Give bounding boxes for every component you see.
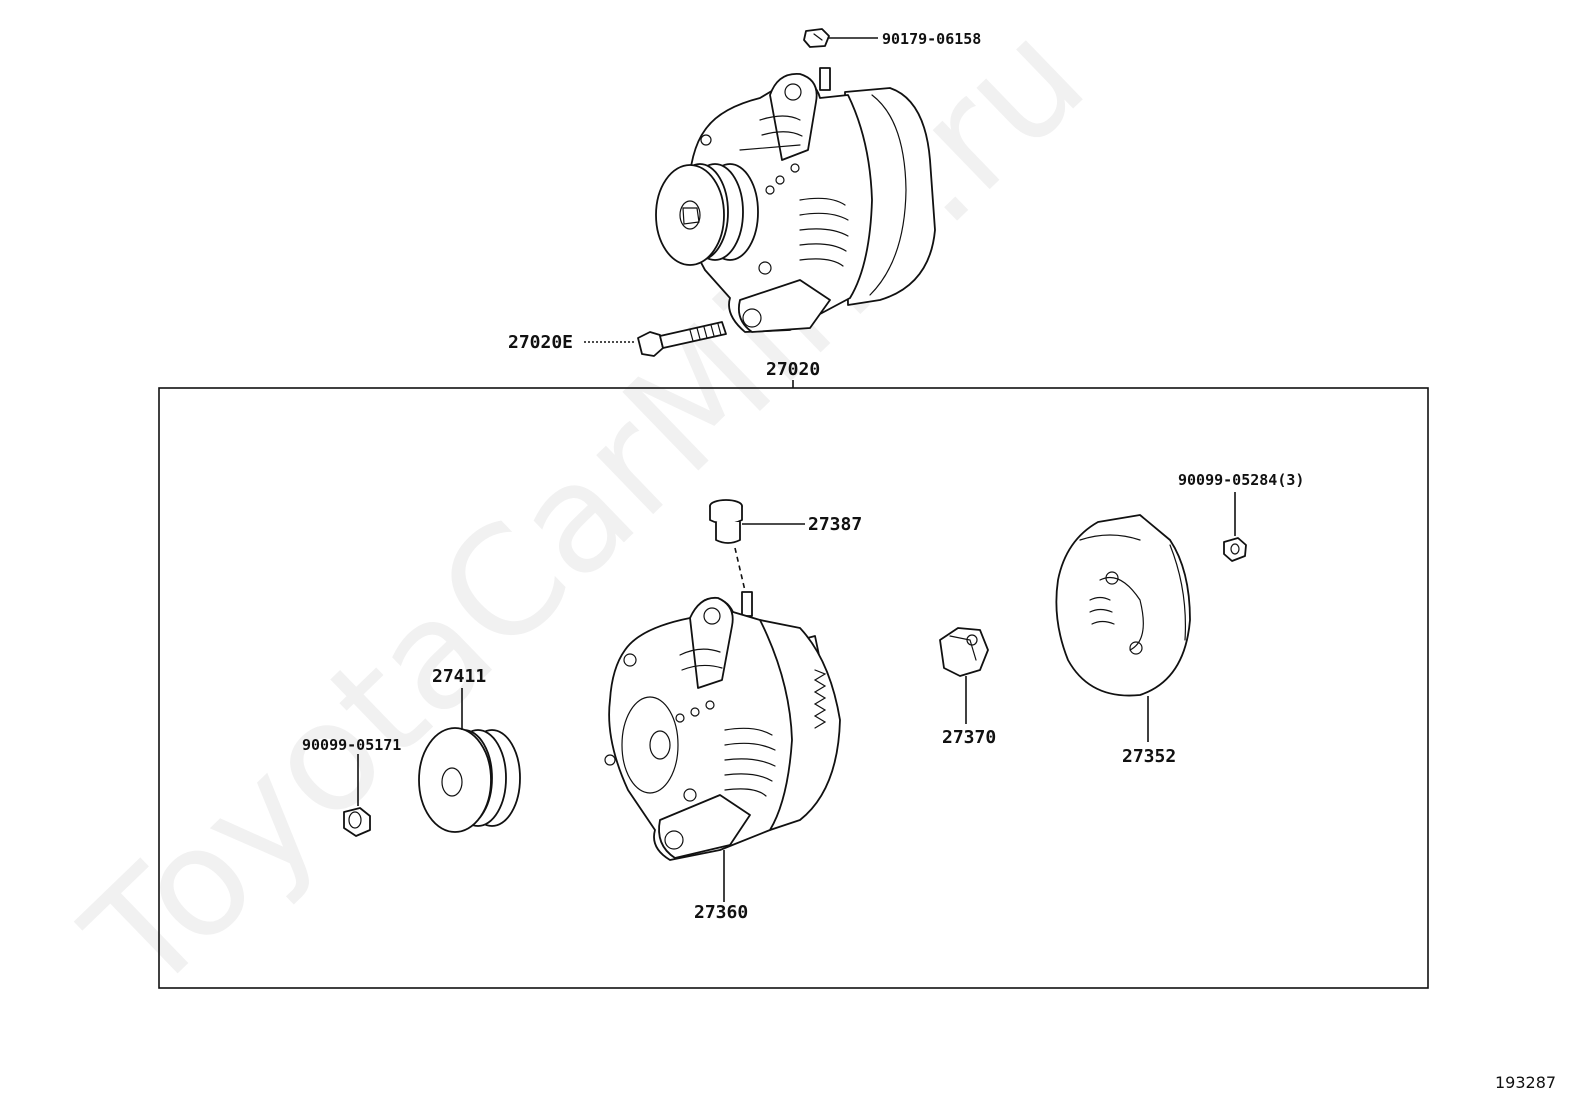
label-pulley: 27411: [432, 666, 486, 687]
watermark: ToyotaCarMine.ru: [53, 0, 1117, 1027]
regulator-illustration: [939, 627, 989, 677]
label-alternator-body: 27360: [694, 902, 748, 923]
label-terminal-insulator: 27387: [808, 514, 862, 535]
label-assembly: 27020: [766, 359, 820, 380]
parts-box: [158, 387, 1429, 989]
label-nut-top: 90179-06158: [882, 30, 981, 48]
nut-top-illustration: [803, 28, 830, 48]
pulley-illustration: [418, 727, 521, 833]
label-regulator: 27370: [942, 727, 996, 748]
bolt-illustration: [637, 321, 727, 357]
label-rear-nut: 90099-05284(3): [1178, 471, 1304, 489]
pulley-nut-illustration: [343, 807, 371, 837]
diagram-code: 193287: [1495, 1073, 1556, 1092]
alternator-body-illustration: [604, 591, 841, 861]
label-rear-cover: 27352: [1122, 746, 1176, 767]
rear-cover-illustration: [1055, 514, 1191, 697]
terminal-insulator-illustration: [709, 499, 743, 544]
label-pulley-nut: 90099-05171: [302, 736, 401, 754]
label-bolt: 27020E: [508, 332, 573, 353]
rear-nut-illustration: [1223, 537, 1247, 562]
alternator-assembly-illustration: [655, 67, 936, 333]
